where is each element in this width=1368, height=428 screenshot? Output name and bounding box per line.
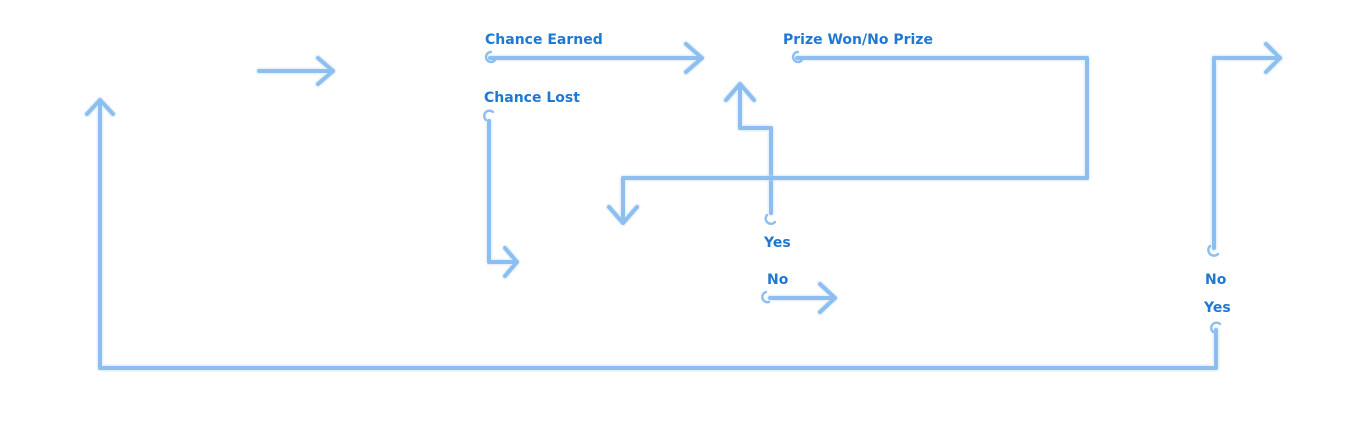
port-chance-lost[interactable] [483, 109, 495, 122]
connector-standalone-arrow[interactable] [257, 56, 335, 86]
label-yes-middle: Yes [764, 235, 791, 251]
connectors-layer [83, 40, 1284, 372]
port-yes-right[interactable] [1210, 321, 1222, 334]
label-yes-right: Yes [1204, 300, 1231, 316]
label-no-right: No [1205, 272, 1227, 288]
port-yes-middle[interactable] [764, 213, 777, 225]
ports-layer [483, 50, 1222, 334]
connector-chance-lost-glow [485, 117, 521, 280]
connector-no-middle[interactable] [768, 282, 837, 314]
connector-yes-middle-glow [722, 80, 775, 217]
port-prize-won[interactable] [791, 50, 804, 64]
label-prize-won: Prize Won/No Prize [783, 32, 933, 48]
connector-yes-right-loop-glow [83, 96, 1220, 372]
label-chance-earned: Chance Earned [485, 32, 603, 48]
connector-prize-won-glow [605, 54, 1091, 227]
connector-no-right[interactable] [1212, 42, 1282, 250]
connector-yes-right-loop[interactable] [85, 98, 1218, 370]
label-no-middle: No [767, 272, 789, 288]
connector-chance-lost[interactable] [487, 119, 519, 278]
port-no-right[interactable] [1207, 244, 1220, 257]
connector-chance-earned[interactable] [488, 42, 704, 74]
label-chance-lost: Chance Lost [484, 90, 580, 106]
connector-yes-middle[interactable] [724, 82, 773, 215]
connector-no-right-glow [1210, 40, 1284, 252]
connector-prize-won[interactable] [607, 56, 1089, 225]
port-no-middle[interactable] [761, 290, 771, 304]
port-chance-earned[interactable] [484, 50, 497, 64]
